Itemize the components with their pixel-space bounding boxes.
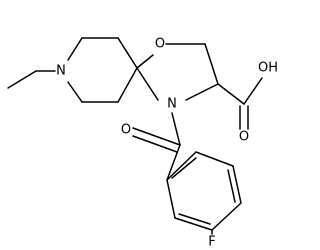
atom-n-oxazolidine: N	[167, 97, 177, 112]
bond-pip-bot-2	[117, 67, 138, 103]
bond-n-c-top	[67, 37, 83, 61]
atom-o-amide: O	[121, 123, 131, 138]
bond-ch-n	[185, 83, 219, 101]
bonds	[7, 37, 263, 235]
bond-c-oh	[243, 77, 263, 105]
bond-ar-4	[211, 202, 242, 231]
bond-carbonyl-ring	[166, 144, 181, 181]
bond-spiro-n	[136, 67, 159, 101]
bond-ar-5	[174, 217, 213, 231]
bond-ar-1-inner	[171, 157, 197, 179]
bond-ar-6	[166, 179, 176, 219]
bond-n-carbonyl	[171, 112, 181, 146]
bond-ch-cooh	[217, 83, 245, 105]
bond-ar-5-inner	[178, 213, 211, 225]
structure-diagram: N O N OH O O F	[7, 37, 278, 250]
bond-ethyl-ch3	[7, 70, 37, 89]
bond-ar-3-inner	[227, 169, 236, 203]
bond-carbonyl-o-1	[132, 127, 181, 146]
bond-ch2-ch	[204, 43, 219, 85]
atom-labels: N O N OH O O F	[56, 37, 278, 250]
atom-o-oxazolidine: O	[155, 37, 165, 52]
bond-n-c-bottom	[67, 81, 83, 103]
bond-spiro-o	[136, 54, 154, 69]
bond-ar-3	[232, 165, 242, 204]
bond-ar-1	[166, 151, 197, 181]
atom-f: F	[208, 235, 215, 250]
atom-n-piperidine: N	[56, 64, 66, 79]
bond-pip-top-2	[117, 37, 138, 69]
bond-ar-2	[195, 151, 234, 167]
bond-carbonyl-o-2	[132, 135, 178, 153]
atom-o-acid: O	[239, 130, 249, 145]
atom-oh: OH	[258, 61, 278, 76]
